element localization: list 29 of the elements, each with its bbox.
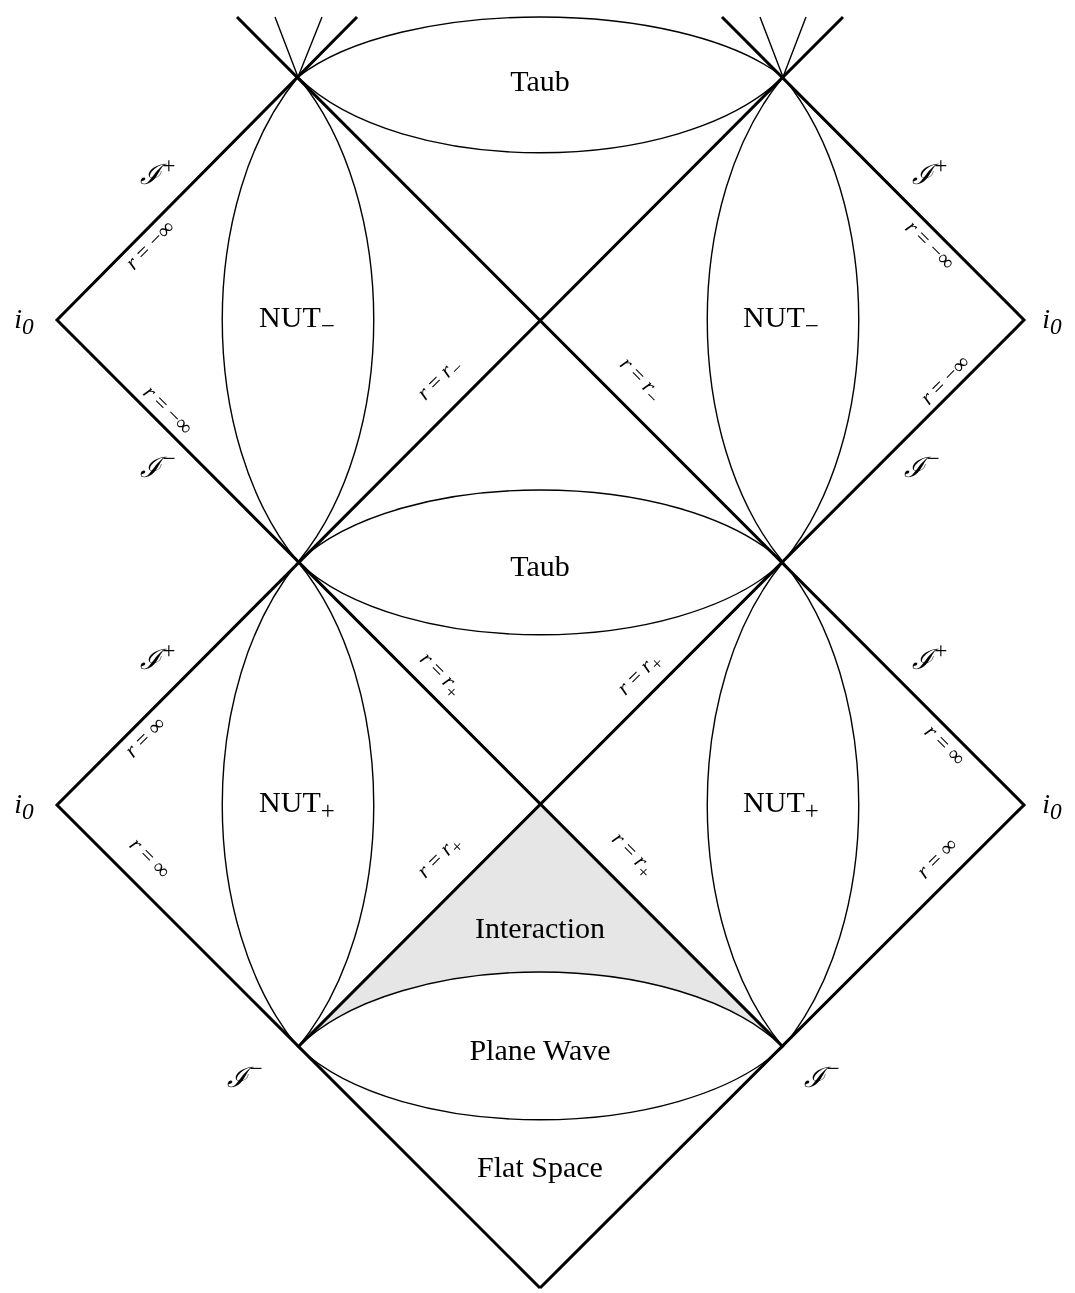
scri-label: ℐ$^{+}$: [139, 638, 177, 676]
scri-label: ℐ$^{−}$: [803, 1056, 841, 1094]
coordinate-label: r = −∞: [120, 215, 180, 275]
coordinate-label: r = −∞: [900, 215, 960, 275]
scri-label: ℐ$^{+}$: [911, 638, 949, 676]
coordinate-label: r = −∞: [138, 380, 198, 440]
infinity-label: i$_{0}$: [1042, 788, 1062, 826]
infinity-label: i$_{0}$: [1042, 303, 1062, 341]
coordinate-label: r = −∞: [915, 350, 975, 410]
region-label: NUT$_{+}$: [259, 785, 335, 825]
coordinate-label: r = ∞: [911, 832, 963, 884]
scri-label: ℐ$^{−}$: [226, 1056, 264, 1094]
region-label: Interaction: [475, 910, 605, 944]
infinity-label: i$_{0}$: [14, 788, 34, 826]
region-label: Plane Wave: [469, 1032, 611, 1066]
region-label: Flat Space: [477, 1149, 603, 1183]
coordinate-label: r = ∞: [119, 711, 171, 763]
region-label: NUT$_{−}$: [743, 300, 819, 340]
scri-label: ℐ$^{−}$: [139, 446, 177, 484]
coordinate-label: r = ∞: [124, 832, 176, 884]
coordinate-label: r = ∞: [919, 719, 971, 771]
scri-label: ℐ$^{+}$: [139, 153, 177, 191]
region-label: NUT$_{+}$: [743, 785, 819, 825]
infinity-label: i$_{0}$: [14, 303, 34, 341]
scri-label: ℐ$^{−}$: [903, 446, 941, 484]
region-label: Taub: [510, 548, 570, 582]
scri-label: ℐ$^{+}$: [911, 153, 949, 191]
region-label: Taub: [510, 63, 570, 97]
region-label: NUT$_{−}$: [259, 300, 335, 340]
